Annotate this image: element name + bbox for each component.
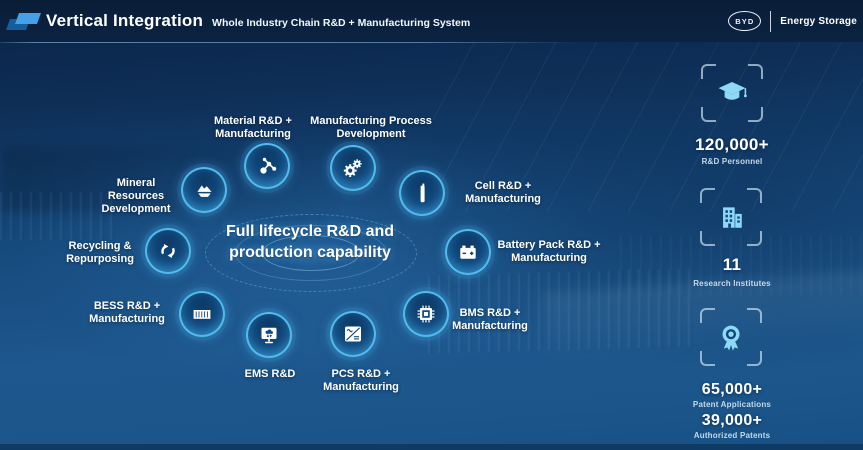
process-label: Manufacturing Process Development (310, 115, 432, 140)
recycling-node (145, 228, 191, 274)
bess-node (179, 291, 225, 337)
building-icon (723, 207, 742, 228)
pcs-label: PCS R&D + Manufacturing (323, 368, 399, 393)
battery-cells-texture (0, 192, 120, 240)
ems-node (246, 312, 292, 358)
monitor-cloud-icon (261, 327, 277, 344)
stat-value-authorized-patents: 39,000+ (701, 412, 763, 429)
stat-label-research-institutes: Research Institutes (693, 279, 771, 288)
battery-cell-icon (420, 183, 425, 203)
cell-label: Cell R&D + Manufacturing (465, 180, 541, 205)
battery-cells-texture (620, 235, 863, 295)
brand-logo: BYD Energy Storage (728, 0, 857, 42)
recycle-arrows-icon (161, 244, 175, 258)
medal-icon (722, 325, 740, 351)
battery-pack-node (445, 229, 491, 275)
molecule-icon (260, 157, 277, 174)
bms-node (403, 291, 449, 337)
graduation-cap-icon (718, 81, 747, 100)
ems-label: EMS R&D (244, 368, 296, 380)
page-title: Vertical Integration (46, 11, 204, 30)
battery-pack-label: Battery Pack R&D + Manufacturing (497, 239, 601, 264)
header-rule (0, 42, 575, 43)
byd-logo-text: BYD (735, 16, 755, 26)
center-caption: Full lifecycle R&D and production capabi… (208, 221, 412, 263)
byd-logo-icon: BYD (728, 11, 762, 31)
stat-label-authorized-patents: Authorized Patents (693, 431, 771, 440)
header: Vertical Integration Whole Industry Chai… (0, 0, 863, 42)
stat-label-patent-applications: Patent Applications (692, 400, 772, 409)
stat-label-rd-personnel: R&D Personnel (701, 157, 763, 166)
mineral-label: Mineral Resources Development (101, 177, 171, 215)
bess-label: BESS R&D + Manufacturing (89, 300, 165, 325)
chip-icon (417, 305, 435, 323)
material-label: Material R&D + Manufacturing (214, 115, 292, 140)
stat-frame-personnel (701, 64, 763, 122)
process-node (330, 145, 376, 191)
cell-node (399, 170, 445, 216)
ellipse-ring-middle (235, 225, 387, 281)
center-caption-line2: production capability (229, 244, 391, 261)
bms-label: BMS R&D + Manufacturing (452, 307, 528, 332)
gears-icon (343, 159, 362, 177)
brand-divider (770, 10, 772, 32)
stat-value-research-institutes: 11 (722, 255, 742, 274)
recycling-label: Recycling & Repurposing (66, 240, 134, 265)
slide-corner-icon (5, 10, 44, 32)
inverter-icon (345, 326, 361, 342)
mineral-icon (196, 184, 212, 197)
material-node (244, 143, 290, 189)
ellipse-ring-outer (205, 214, 417, 292)
mineral-node (181, 167, 227, 213)
page-subtitle: Whole Industry Chain R&D + Manufacturing… (212, 17, 471, 29)
container-icon (193, 310, 211, 319)
stat-frame-patents (700, 308, 762, 366)
bottom-strip (0, 444, 863, 450)
light-streaks (433, 42, 863, 212)
battery-pack-icon (460, 245, 476, 259)
center-caption-line1: Full lifecycle R&D and (225, 223, 395, 240)
brand-division: Energy Storage (780, 15, 857, 27)
pcs-node (330, 311, 376, 357)
stat-value-patent-applications: 65,000+ (701, 381, 763, 398)
stat-value-rd-personnel: 120,000+ (695, 135, 769, 154)
stat-frame-institutes (700, 188, 762, 246)
ellipse-ring-inner (262, 235, 360, 271)
